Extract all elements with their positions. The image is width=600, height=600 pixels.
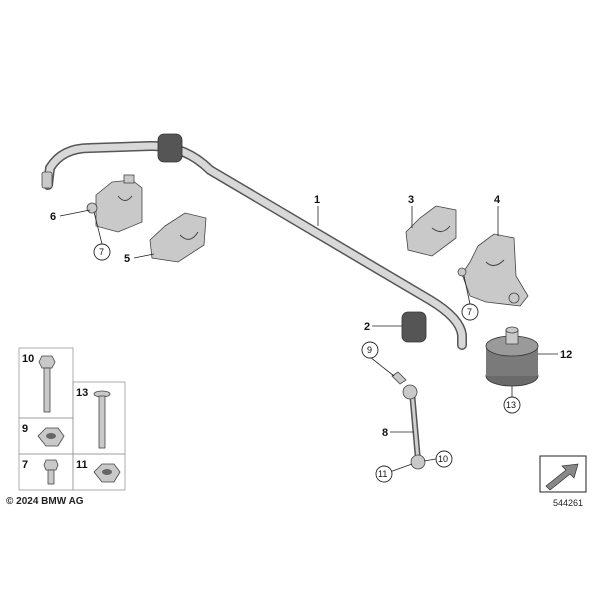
callouts: 1 2 3 4 5 6 8 12 7 7 9 10 11 13 (50, 194, 572, 483)
callout-7a: 7 (99, 247, 104, 257)
bolt-13 (93, 390, 111, 449)
callout-2: 2 (364, 321, 370, 333)
bolt-10 (38, 355, 56, 413)
bushing-5 (149, 212, 207, 263)
callout-8: 8 (382, 427, 388, 439)
bracket-6 (86, 174, 143, 233)
callout-11: 11 (378, 469, 387, 479)
legend-label-7: 7 (22, 459, 28, 471)
callout-7b: 7 (467, 307, 472, 317)
callout-12: 12 (560, 349, 572, 361)
stabilizer-link-8 (391, 371, 426, 470)
bushing-3 (405, 205, 457, 257)
rubber-mount-12 (485, 326, 539, 387)
callout-4: 4 (494, 194, 501, 206)
callout-10: 10 (438, 454, 448, 464)
legend-label-10: 10 (22, 353, 34, 365)
nut-11 (93, 463, 121, 483)
bushing-2 (401, 311, 427, 343)
callout-3: 3 (408, 194, 414, 206)
legend-label-13: 13 (76, 387, 88, 399)
callout-9: 9 (367, 345, 372, 355)
direction-arrow-box (539, 455, 587, 493)
leader-lines (59, 206, 558, 474)
bolt-7 (43, 459, 59, 485)
callout-6: 6 (50, 211, 56, 223)
fastener-legend: 10 13 9 7 11 (18, 347, 126, 491)
bracket-4 (457, 233, 529, 307)
callout-1: 1 (314, 194, 320, 206)
nut-9 (37, 427, 65, 447)
stabilizer-bar (41, 133, 467, 350)
legend-label-11: 11 (76, 459, 88, 471)
copyright-text: © 2024 BMW AG (6, 496, 84, 507)
callout-13: 13 (506, 400, 516, 410)
drawing-number: 544261 (553, 498, 584, 508)
legend-label-9: 9 (22, 423, 28, 435)
callout-5: 5 (124, 253, 130, 265)
